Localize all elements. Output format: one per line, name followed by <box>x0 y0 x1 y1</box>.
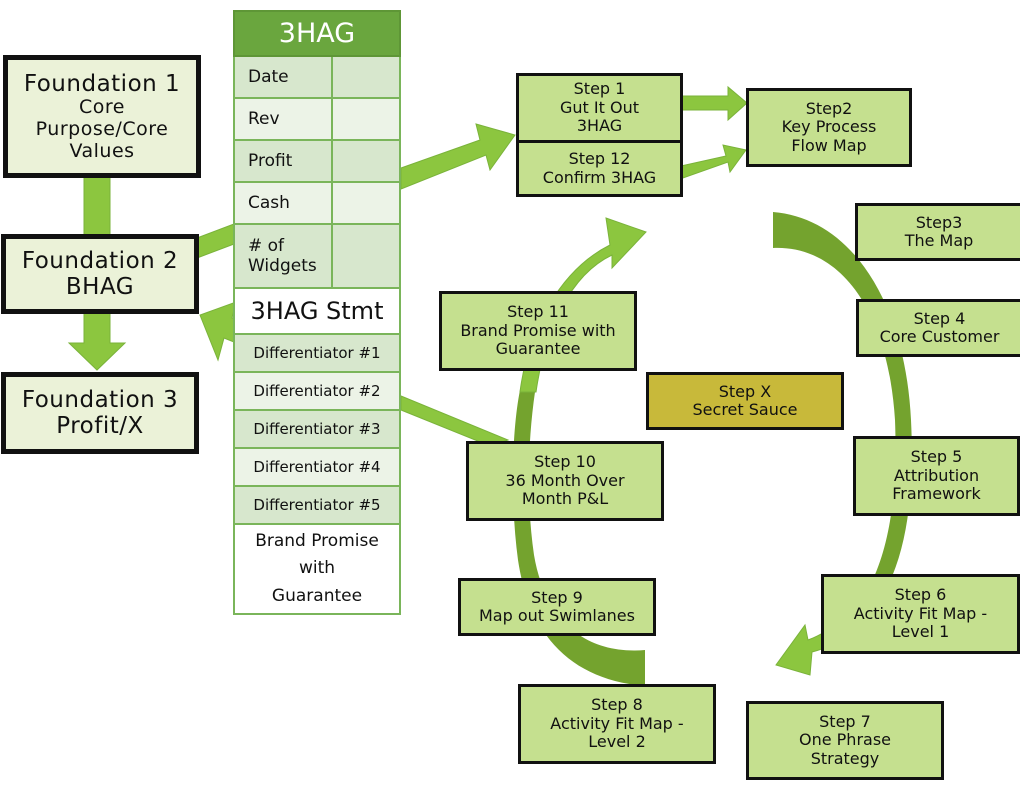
table-row: Date <box>233 57 401 99</box>
arrow-table-to-step1 <box>400 123 516 190</box>
differentiator-2: Differentiator #2 <box>233 373 401 411</box>
step-10-box: Step 10 36 Month Over Month P&L <box>466 441 664 521</box>
table-row-value[interactable] <box>333 183 399 223</box>
table-row-label: Cash <box>235 183 333 223</box>
table-row-label: Date <box>235 57 333 97</box>
step-11-box: Step 11 Brand Promise with Guarantee <box>439 291 637 371</box>
step-label: Flow Map <box>791 135 867 155</box>
brand-promise-line: Brand Promise <box>255 531 379 552</box>
foundation-2-sub: BHAG <box>65 274 135 300</box>
brand-promise-line: Guarantee <box>271 585 363 606</box>
step-label: Activity Fit Map - <box>853 603 988 623</box>
step-label: Level 1 <box>891 622 950 642</box>
step-label: Step 6 <box>894 585 947 605</box>
step-label: Step 12 <box>568 149 631 169</box>
differentiator-4: Differentiator #4 <box>233 449 401 487</box>
step-label: Framework <box>892 484 981 504</box>
step-label: Secret Sauce <box>692 400 798 419</box>
foundation-1-box: Foundation 1 Core Purpose/Core Values <box>3 55 201 178</box>
step-label: Strategy <box>810 748 880 768</box>
step-x-secret-sauce-box: Step X Secret Sauce <box>646 372 844 430</box>
foundation-1-sub: Values <box>69 139 135 162</box>
step-label: Key Process <box>781 117 877 137</box>
step-4-box: Step 4 Core Customer <box>856 299 1020 357</box>
foundation-3-title: Foundation 3 <box>21 386 179 413</box>
differentiator-1: Differentiator #1 <box>233 335 401 373</box>
step-label: Level 2 <box>588 732 646 752</box>
step-label: Core Customer <box>879 327 1000 346</box>
step-label: Confirm 3HAG <box>542 167 657 187</box>
step-1-box: Step 1 Gut It Out 3HAG <box>516 73 683 143</box>
step-label: Step3 <box>915 212 963 232</box>
step-label: Activity Fit Map - <box>550 713 684 733</box>
table-row-value[interactable] <box>333 225 399 287</box>
step-label: Map out Swimlanes <box>479 606 635 625</box>
brand-promise-cell: Brand Promise with Guarantee <box>233 525 401 615</box>
step-6-box: Step 6 Activity Fit Map - Level 1 <box>821 574 1020 654</box>
table-row-label-line: Widgets <box>248 256 317 276</box>
step-label: 3HAG <box>576 116 623 136</box>
arrow-f2-to-f3 <box>67 311 127 371</box>
step-7-box: Step 7 One Phrase Strategy <box>746 701 944 780</box>
arrow-diff-to-f2 <box>199 301 237 362</box>
brand-promise-line: with <box>298 558 336 579</box>
table-row-value[interactable] <box>333 141 399 181</box>
step-8-box: Step 8 Activity Fit Map - Level 2 <box>518 684 716 764</box>
step-5-box: Step 5 Attribution Framework <box>853 436 1020 516</box>
step-label: Guarantee <box>495 339 581 359</box>
table-row: Rev <box>233 99 401 141</box>
table-row: Cash <box>233 183 401 225</box>
step-2-box: Step2 Key Process Flow Map <box>746 88 912 167</box>
table-row-value[interactable] <box>333 57 399 97</box>
foundation-3-box: Foundation 3 Profit/X <box>1 372 199 454</box>
foundation-2-box: Foundation 2 BHAG <box>1 234 199 314</box>
connector-diff-to-step10 <box>400 395 510 447</box>
differentiator-5: Differentiator #5 <box>233 487 401 525</box>
step-label: The Map <box>904 231 974 250</box>
step-label: Step 11 <box>507 302 569 322</box>
foundation-2-title: Foundation 2 <box>21 247 179 274</box>
foundation-1-sub: Purpose/Core <box>35 117 169 140</box>
step-label: Step 7 <box>819 711 871 731</box>
step-9-box: Step 9 Map out Swimlanes <box>458 578 656 636</box>
step-label: Month P&L <box>521 489 609 509</box>
table-row-label: Rev <box>235 99 333 139</box>
step-label: Step 8 <box>591 695 643 715</box>
3hag-statement: 3HAG Stmt <box>233 289 401 335</box>
step-label: Step X <box>718 381 772 401</box>
step-label: 36 Month Over <box>505 470 625 490</box>
connector-f2-table <box>196 223 235 259</box>
arrow-step1-to-step2 <box>680 85 748 122</box>
step-label: Step 4 <box>913 308 966 328</box>
table-row-label: Profit <box>235 141 333 181</box>
step-label: Step2 <box>805 98 853 118</box>
foundation-1-title: Foundation 1 <box>23 70 181 97</box>
foundation-1-sub: Core <box>79 95 125 118</box>
step-label: Step 5 <box>910 447 963 467</box>
step-label: Step 1 <box>573 79 626 99</box>
step-label: Step 9 <box>531 587 583 607</box>
connector-f1-f2 <box>83 175 111 239</box>
foundation-3-sub: Profit/X <box>56 413 144 439</box>
table-row-label-line: # of <box>248 236 285 256</box>
step-label: Brand Promise with <box>460 320 616 340</box>
table-row-value[interactable] <box>333 99 399 139</box>
step-3-box: Step3 The Map <box>855 203 1020 261</box>
step-12-box: Step 12 Confirm 3HAG <box>516 140 683 197</box>
table-row: Profit <box>233 141 401 183</box>
step-label: Gut It Out <box>560 97 639 117</box>
cycle-arc-left <box>512 390 645 686</box>
3hag-table-title: 3HAG <box>233 10 401 57</box>
step-label: Step 10 <box>534 452 596 472</box>
differentiator-3: Differentiator #3 <box>233 411 401 449</box>
step-label: Attribution <box>893 465 980 485</box>
step-label: One Phrase <box>798 730 891 750</box>
arrow-step12-to-step2 <box>680 144 747 179</box>
